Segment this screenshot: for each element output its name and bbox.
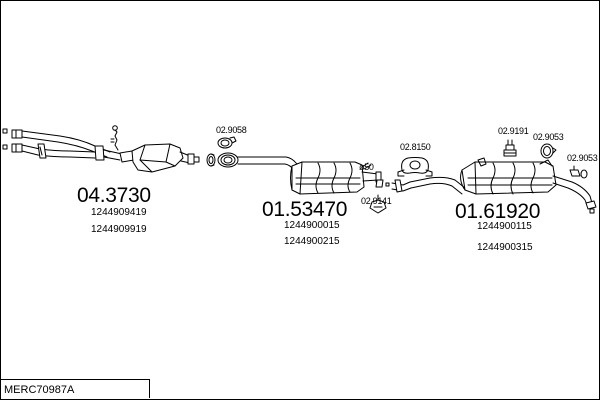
- catalytic-converter: [119, 143, 200, 173]
- middle-section-number: 01.53470: [262, 198, 348, 221]
- clamp-code: 02.9141: [361, 196, 392, 206]
- front-section-number: 04.3730: [77, 184, 151, 207]
- middle-part-number-2: 1244900215: [284, 236, 340, 247]
- rear-part-number-1: 1244900115: [477, 221, 532, 232]
- front-part-number-2: 1244909919: [91, 224, 147, 235]
- rubber-mount-code: 02.9191: [498, 126, 529, 136]
- tail-ring-code: 02.9053: [567, 153, 598, 163]
- rubber-mount: [503, 139, 517, 157]
- rear-section-number: 01.61920: [455, 200, 541, 223]
- ring-code: 02.9058: [216, 125, 247, 135]
- diagram-code: MERC70987A: [4, 384, 75, 396]
- front-part-number-1: 1244909419: [91, 207, 147, 218]
- rear-sealing-ring: [540, 143, 557, 159]
- pipe-end-marker: [2, 128, 8, 134]
- middle-silencer-assembly: [237, 156, 387, 214]
- pipe-diameter: ø50: [359, 162, 374, 172]
- front-pipe-assembly: [2, 125, 123, 161]
- rear-silencer-assembly: [385, 157, 597, 214]
- rear-part-number-2: 1244900315: [477, 242, 533, 253]
- pipe-end-marker: [2, 144, 8, 150]
- diagram-code-box: MERC70987A: [0, 379, 150, 398]
- sealing-ring: [206, 136, 239, 168]
- middle-part-number-1: 1244900015: [284, 220, 340, 231]
- rear-ring-code: 02.9053: [533, 132, 564, 142]
- hanger-clamp: [397, 157, 433, 177]
- hanger-code: 02.8150: [400, 142, 431, 152]
